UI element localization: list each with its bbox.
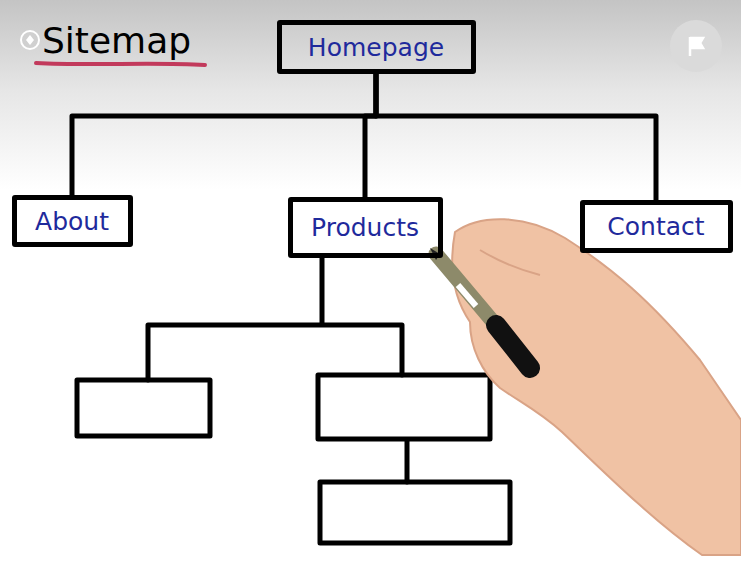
marker-cap: [496, 325, 530, 368]
page-label: About: [35, 207, 109, 236]
tree-connector: [376, 74, 656, 200]
diagram-title: Sitemap: [42, 20, 191, 61]
star-mark: [26, 35, 34, 45]
empty-box: [318, 375, 490, 439]
page-box: Products: [288, 197, 443, 258]
page-label: Contact: [607, 212, 704, 241]
sub-tree: [77, 258, 510, 543]
page-box: Contact: [580, 200, 733, 253]
flag-button: [670, 20, 722, 72]
tree-connector: [72, 74, 376, 195]
sub-connector: [148, 258, 407, 482]
hand-shape: [452, 219, 741, 555]
hand: [430, 219, 741, 555]
page-label: Homepage: [308, 33, 444, 62]
title-underline: [36, 63, 205, 65]
empty-box: [320, 482, 510, 543]
flag-icon: [690, 37, 703, 56]
marker-label: [458, 285, 476, 306]
star-badge: [21, 31, 39, 49]
knuckle-line: [480, 250, 540, 275]
page-label: Products: [311, 213, 419, 242]
page-box: About: [12, 195, 133, 247]
page-box: Homepage: [277, 20, 476, 74]
empty-box: [77, 380, 210, 436]
